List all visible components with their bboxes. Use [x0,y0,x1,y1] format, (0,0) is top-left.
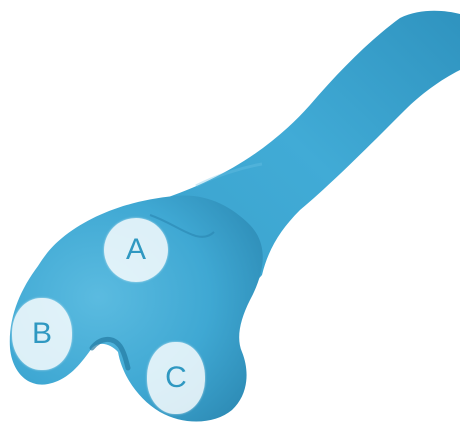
marker-b-label: B [32,317,52,351]
marker-a-label: A [126,233,146,267]
marker-c-label: C [165,361,187,395]
marker-c: C [147,342,205,414]
marker-a: A [104,218,168,282]
marker-b: B [12,298,72,370]
